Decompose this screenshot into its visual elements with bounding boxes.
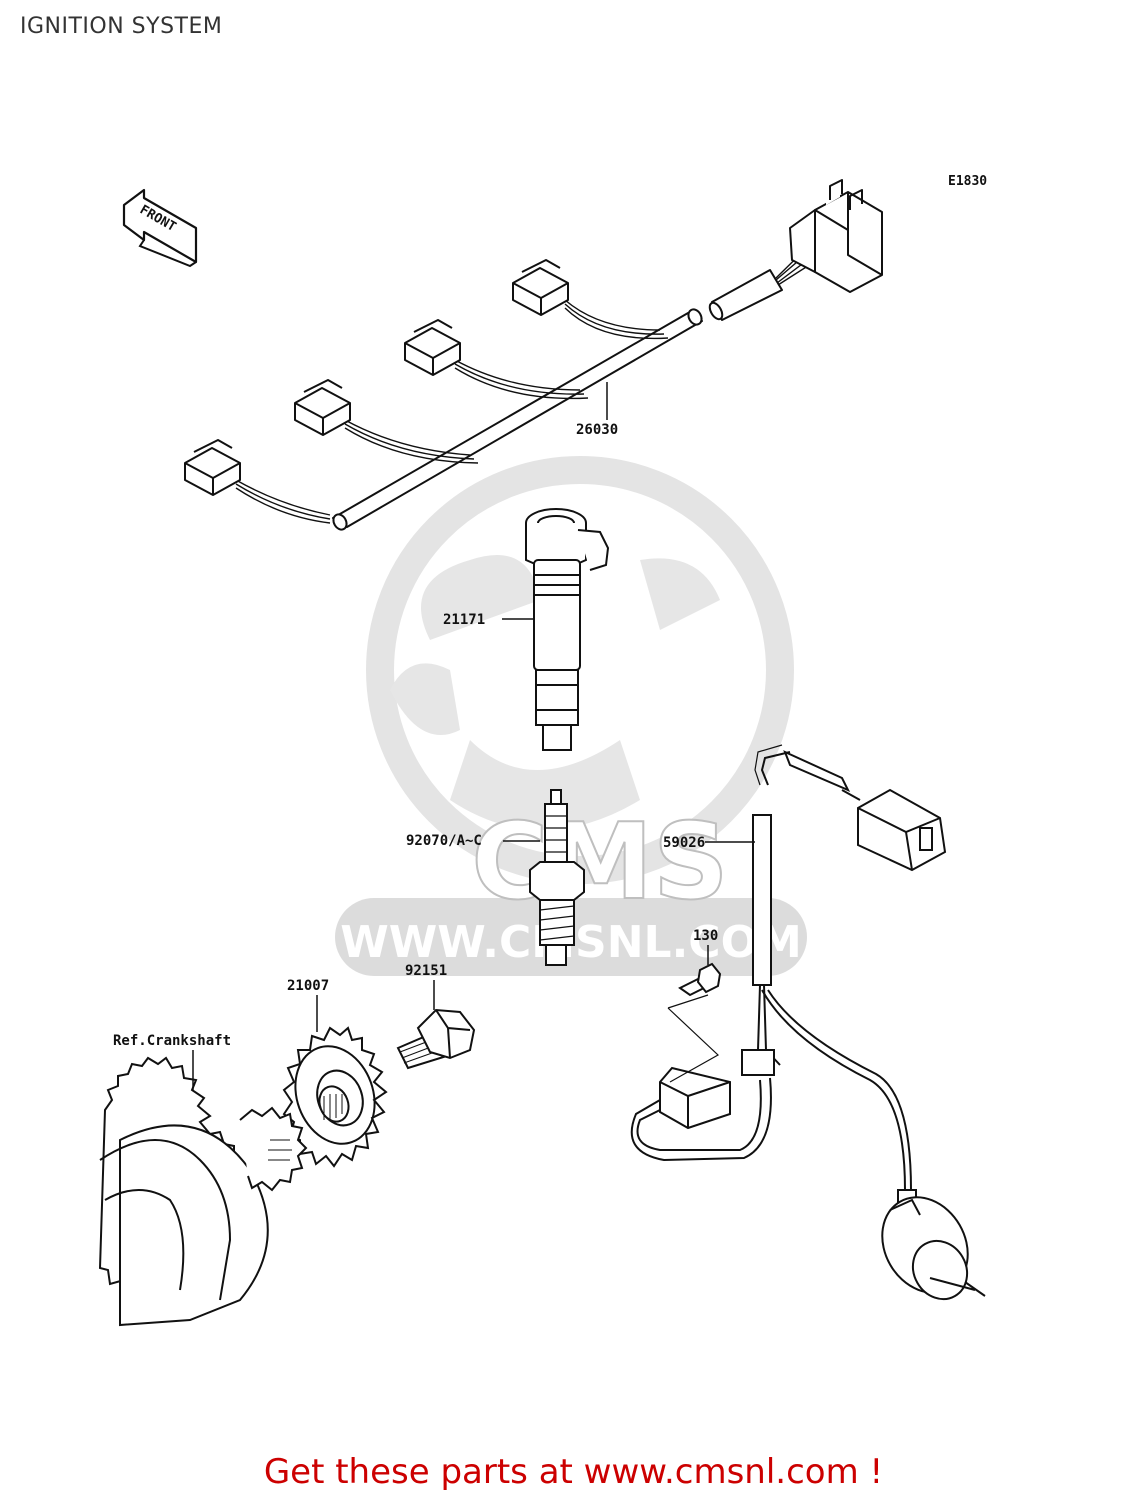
ignition-coil <box>502 508 610 751</box>
part-label-130: 130 <box>693 928 718 944</box>
coil-connector-1 <box>512 259 569 316</box>
timing-rotor <box>282 995 388 1168</box>
ignition-harness <box>184 175 883 531</box>
part-label-92070: 92070/A~C <box>406 833 482 849</box>
part-label-21007: 21007 <box>287 978 329 994</box>
pickup-coil <box>630 744 986 1301</box>
footer-cta-link[interactable]: Get these parts at www.cmsnl.com ! <box>263 1452 884 1492</box>
part-label-59026: 59026 <box>663 835 705 851</box>
parts-diagram: CMS WWW.CMSNL.COM E1830 FRONT <box>98 174 987 1327</box>
part-label-crankshaft: Ref.Crankshaft <box>113 1033 231 1049</box>
front-arrow-icon: FRONT <box>122 188 198 268</box>
crankshaft <box>98 1050 308 1327</box>
bolt <box>396 980 476 1070</box>
cms-watermark: CMS WWW.CMSNL.COM <box>335 456 807 976</box>
coil-connector-2 <box>404 319 461 376</box>
coil-connector-4 <box>184 439 241 496</box>
watermark-brand: CMS <box>471 801 728 923</box>
coil-connector-3 <box>294 379 351 436</box>
screw <box>667 945 722 1083</box>
part-label-21171: 21171 <box>443 612 485 628</box>
part-label-26030: 26030 <box>576 422 618 438</box>
diagram-code: E1830 <box>948 174 987 189</box>
page-title: IGNITION SYSTEM <box>20 14 223 39</box>
spark-plug <box>503 789 585 966</box>
part-label-92151: 92151 <box>405 963 447 979</box>
